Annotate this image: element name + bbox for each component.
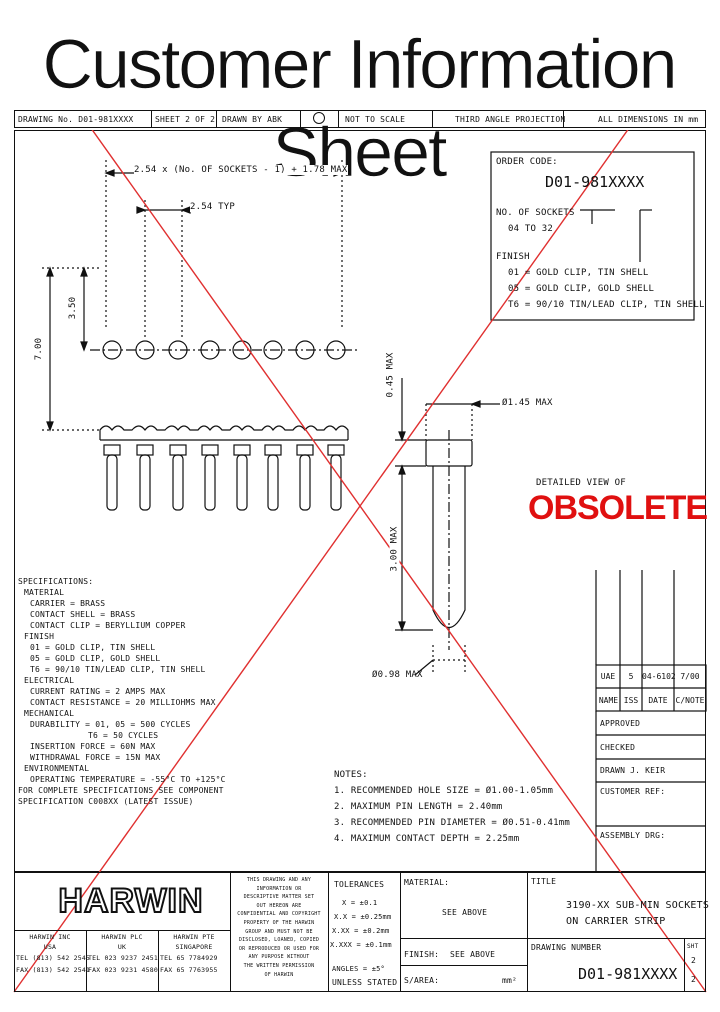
sockets-range: 04 TO 32	[508, 224, 553, 234]
header-strip	[14, 110, 706, 128]
dim-045: 0.45 MAX	[385, 352, 396, 398]
title-label: TITLE	[531, 877, 557, 886]
sarea-label: S/AREA:	[404, 976, 440, 985]
office-usa: HARWIN INC USA TEL (813) 542 2545 FAX (8…	[16, 933, 91, 974]
sheet-label: SHT	[687, 943, 699, 950]
material-label: MATERIAL:	[404, 878, 450, 887]
assembly-drg-label: ASSEMBLY DRG:	[600, 831, 666, 840]
drawing-number-label: DRAWING NUMBER	[531, 943, 602, 952]
confidential-notice: THIS DRAWING AND ANY INFORMATION OR DESC…	[237, 877, 321, 978]
sheet-of: 2	[691, 975, 697, 984]
harwin-logo: HARWIN	[57, 881, 204, 921]
dimensions-unit: ALL DIMENSIONS IN mm	[598, 115, 699, 124]
projection: THIRD ANGLE PROJECTION	[455, 115, 566, 124]
office-singapore: HARWIN PTE SINGAPORE TEL 65 7784929 FAX …	[160, 933, 218, 974]
obsolete-stamp: OBSOLETE	[528, 489, 708, 527]
sockets-label: NO. OF SOCKETS	[496, 208, 575, 218]
approved-label: APPROVED	[600, 719, 641, 728]
finish-05: 05 = GOLD CLIP, GOLD SHELL	[508, 284, 655, 294]
detail-label: DETAILED VIEW OF	[536, 478, 626, 488]
customer-ref-label: CUSTOMER REF:	[600, 787, 666, 796]
projection-symbol-icon	[313, 112, 325, 124]
sheet-title: Customer Information Sheet	[42, 25, 678, 192]
title-block	[14, 872, 706, 992]
dim-350: 3.50	[68, 296, 79, 320]
finish-label: FINISH	[496, 252, 530, 262]
sarea-unit: mm²	[502, 976, 518, 985]
title-line1: 3190-XX SUB-MIN SOCKETS	[566, 900, 710, 911]
dim-700: 7.00	[34, 337, 45, 361]
office-uk: HARWIN PLC UK TEL 023 9237 2451 FAX 023 …	[88, 933, 158, 974]
dim-145: Ø1.45 MAX	[502, 398, 553, 408]
sheet-no: SHEET 2 OF 2	[155, 115, 216, 124]
connector-front-view	[13, 130, 707, 993]
sheet-num: 2	[691, 956, 697, 965]
drawing-number: D01-981XXXX	[578, 965, 678, 983]
finish-footer-label: FINISH:	[404, 950, 440, 959]
drawing-no: DRAWING No. D01-981XXXX	[18, 115, 134, 124]
drawn-label: DRAWN J. KEIR	[600, 766, 666, 775]
material-value: SEE ABOVE	[442, 908, 488, 917]
dim-098: Ø0.98 MAX	[372, 670, 423, 680]
dim-overall: 2.54 x (No. OF SOCKETS - 1) + 1.78 MAX	[134, 165, 348, 175]
finish-01: 01 = GOLD CLIP, TIN SHELL	[508, 268, 649, 278]
drawing-border	[14, 130, 706, 872]
checked-label: CHECKED	[600, 743, 636, 752]
title-line2: ON CARRIER STRIP	[566, 916, 666, 927]
order-code-label: ORDER CODE:	[496, 157, 558, 167]
drawn-by: DRAWN BY ABK	[222, 115, 283, 124]
not-to-scale: NOT TO SCALE	[345, 115, 406, 124]
finish-t6: T6 = 90/10 TIN/LEAD CLIP, TIN SHELL	[508, 300, 705, 310]
finish-footer-value: SEE ABOVE	[450, 950, 496, 959]
dim-pitch: 2.54 TYP	[190, 202, 235, 212]
dim-300: 3.00 MAX	[389, 526, 400, 572]
order-code: D01-981XXXX	[545, 173, 645, 191]
